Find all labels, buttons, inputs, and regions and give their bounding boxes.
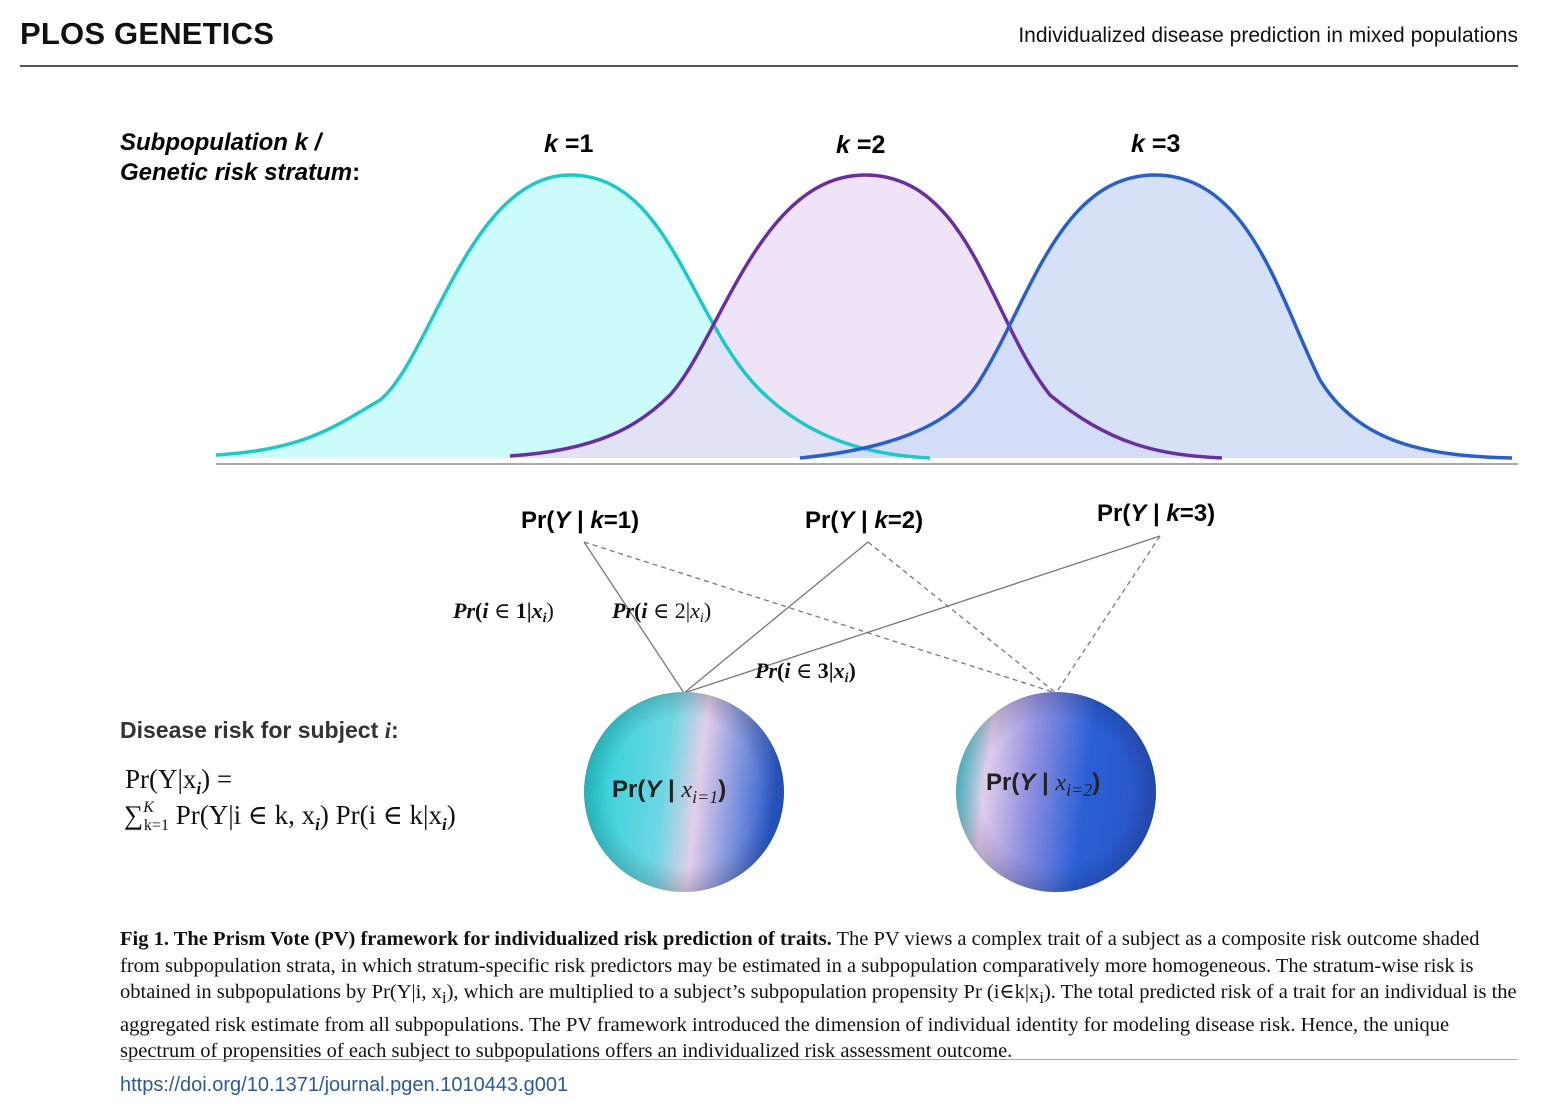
subject-2-sphere (956, 692, 1156, 892)
journal-name: PLOS GENETICS (20, 16, 275, 51)
strata-label-line1: Subpopulation k / (120, 129, 324, 156)
k-label-1: k =1 (544, 130, 593, 158)
cond-risk-1: Pr(Y | k=1) (521, 507, 639, 534)
line-k1-subject1 (583, 541, 685, 694)
propensity-2: Pr(i ∈ 2|xi) (611, 598, 711, 626)
propensity-1: Pr(i ∈ 1|xi) (452, 598, 554, 626)
stratum-3-area (800, 175, 1512, 458)
disease-risk-label: Disease risk for subject i: (120, 717, 399, 743)
running-title: Individualized disease prediction in mix… (1018, 24, 1518, 47)
subject-1-sphere (584, 692, 784, 892)
k-label-3: k =3 (1131, 130, 1180, 158)
stratum-1-curve (215, 173, 931, 460)
stratum-2-curve (509, 173, 1223, 460)
subject-2-risk: Pr(Y | xi=2) (986, 769, 1100, 800)
cond-risk-2: Pr(Y | k=2) (805, 507, 923, 534)
caption-title: Fig 1. The Prism Vote (PV) framework for… (120, 928, 832, 950)
line-k2-subject1 (683, 541, 869, 694)
strata-label-line2: Genetic risk stratum: (120, 159, 360, 186)
caption-body: The PV views a complex trait of a subjec… (120, 928, 1480, 1003)
cond-risk-3: Pr(Y | k=3) (1097, 500, 1215, 527)
line-k1-subject2 (583, 541, 1057, 694)
line-k3-subject1 (683, 535, 1161, 694)
stratum-3-curve (799, 173, 1513, 460)
caption-divider (120, 1059, 1518, 1060)
connector-lines (583, 535, 1161, 694)
header-divider (20, 65, 1518, 67)
figure-caption: Fig 1. The Prism Vote (PV) framework for… (120, 928, 1517, 1063)
line-k2-subject2 (867, 541, 1057, 694)
k-label-2: k =2 (836, 131, 885, 159)
propensity-3: Pr(i ∈ 3|xi) (754, 658, 856, 686)
equation-line-1: Pr(Y|xi) = (125, 764, 232, 798)
subject-1-risk: Pr(Y | xi=1) (612, 776, 726, 807)
doi-link[interactable]: https://doi.org/10.1371/journal.pgen.101… (120, 1074, 569, 1096)
line-k3-subject2 (1055, 535, 1161, 694)
